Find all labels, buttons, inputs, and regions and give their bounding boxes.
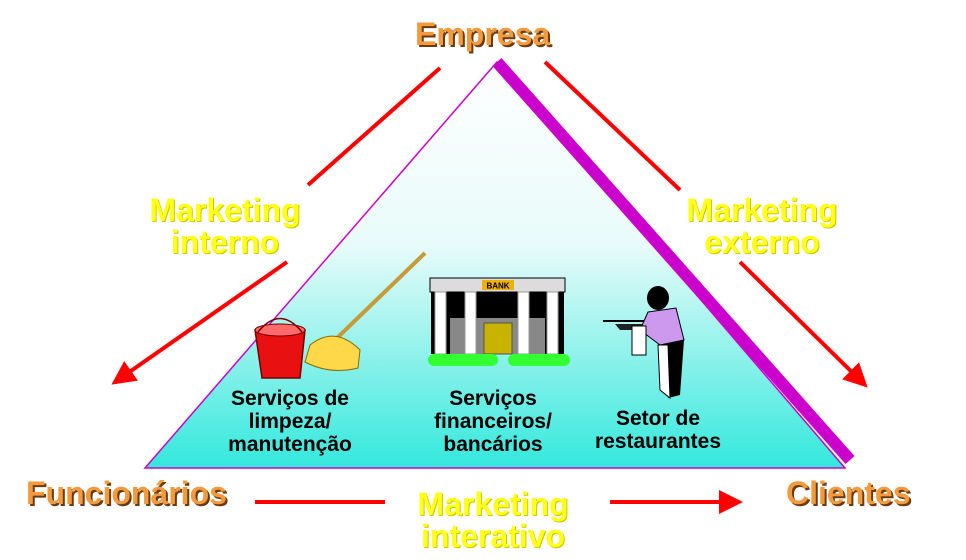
bank-sign: BANK xyxy=(486,282,509,291)
label-line: Marketing xyxy=(417,486,569,522)
service-line: bancários xyxy=(443,433,543,456)
service-line: restaurantes xyxy=(594,430,722,453)
waiter-icon xyxy=(603,286,685,400)
label-line: Marketing xyxy=(686,192,838,228)
service-restaurant: Setor de restaurantes xyxy=(568,407,748,453)
arrow-internal-top xyxy=(306,66,442,187)
corner-employees: Funcionários xyxy=(26,475,227,511)
service-cleaning: Serviços de limpeza/ manutenção xyxy=(200,387,380,456)
triangle-right-edge xyxy=(492,58,855,464)
corner-company: Empresa xyxy=(415,16,551,52)
label-interactive-marketing: Marketing interativo xyxy=(398,488,588,552)
label-line: interno xyxy=(170,224,280,260)
bucket-mop-icon xyxy=(254,251,427,379)
corner-customers: Clientes xyxy=(786,475,911,511)
service-line: financeiros/ xyxy=(434,410,552,433)
service-line: Setor de xyxy=(615,407,701,430)
arrow-external-top xyxy=(543,60,682,192)
arrow-internal-bottom xyxy=(111,260,289,385)
label-internal-marketing: Marketing interno xyxy=(130,194,320,258)
service-line: manutenção xyxy=(228,433,352,456)
label-line: Marketing xyxy=(149,192,301,228)
bank-icon: BANK xyxy=(428,277,570,366)
service-line: limpeza/ xyxy=(248,410,332,433)
label-external-marketing: Marketing externo xyxy=(667,194,857,258)
service-financial: Serviços financeiros/ bancários xyxy=(403,387,583,456)
arrow-external-bottom xyxy=(738,260,868,388)
label-line: interativo xyxy=(420,518,566,554)
label-line: externo xyxy=(704,224,820,260)
service-line: Serviços xyxy=(449,387,537,410)
service-line: Serviços de xyxy=(231,387,349,410)
